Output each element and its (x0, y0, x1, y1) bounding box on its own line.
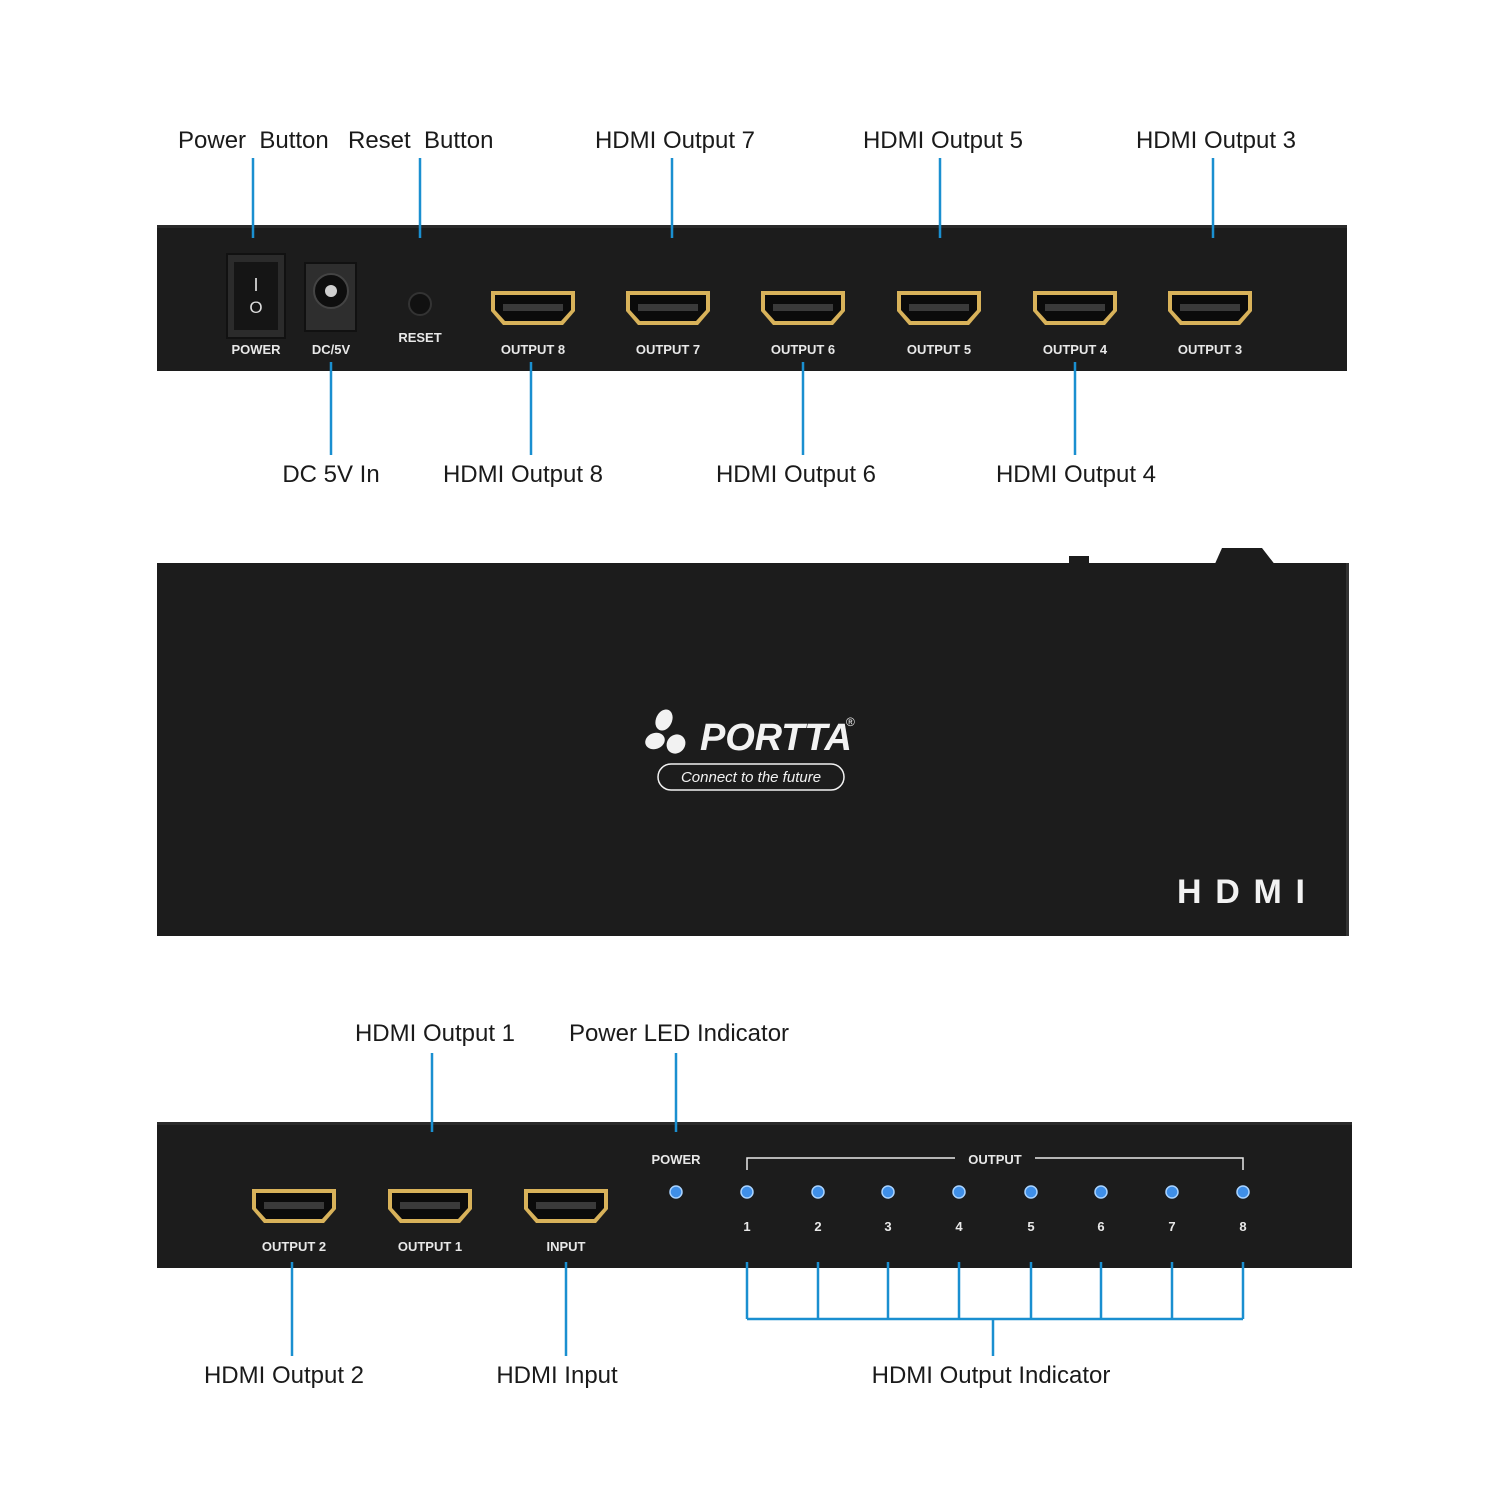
front-hdmi-output1-label: OUTPUT 1 (398, 1239, 462, 1254)
output-led-7 (1165, 1185, 1179, 1199)
output-led-6 (1094, 1185, 1108, 1199)
front-panel-top-edge (157, 1122, 1352, 1125)
front-hdmi-output2[interactable] (252, 1189, 336, 1223)
callout-output-indicator: HDMI Output Indicator (872, 1362, 1111, 1389)
brand-name: PORTTA (700, 717, 852, 759)
output-led-number: 7 (1168, 1219, 1175, 1234)
callout-reset-button: Reset Button (348, 127, 493, 154)
rear-hdmi-output5-label: OUTPUT 5 (907, 342, 971, 357)
top-panel-section: PORTTA ® Connect to the future HDMI (157, 548, 1349, 936)
rear-hdmi-output8-label: OUTPUT 8 (501, 342, 565, 357)
rear-hdmi-output3-pins (1180, 304, 1240, 311)
output-led-number: 8 (1239, 1219, 1246, 1234)
front-panel (157, 1122, 1352, 1268)
output-led-1 (740, 1185, 754, 1199)
tagline: Connect to the future (681, 769, 821, 786)
top-panel-protrusion-switch (1214, 548, 1276, 566)
rear-hdmi-output6[interactable] (761, 291, 845, 325)
portta-logo: PORTTA ® Connect to the future (645, 709, 855, 791)
callout-power-led: Power LED Indicator (569, 1020, 789, 1047)
callout-output1: HDMI Output 1 (355, 1020, 515, 1047)
front-hdmi-output1-pins (400, 1202, 460, 1209)
rear-hdmi-output5[interactable] (897, 291, 981, 325)
leaf-icon (645, 709, 686, 754)
front-hdmi-ports: OUTPUT 2 OUTPUT 1 INPUT (252, 1189, 608, 1254)
rear-hdmi-output5-pins (909, 304, 969, 311)
front-hdmi-input[interactable] (524, 1189, 608, 1223)
callout-power-button: Power Button (178, 127, 329, 154)
registered-mark: ® (846, 715, 855, 729)
callout-output4: HDMI Output 4 (996, 461, 1156, 488)
callout-output2: HDMI Output 2 (204, 1362, 364, 1389)
rear-panel-top-edge (157, 225, 1347, 228)
rear-hdmi-output8[interactable] (491, 291, 575, 325)
rear-hdmi-output4-label: OUTPUT 4 (1043, 342, 1108, 357)
label-dc: DC/5V (312, 342, 351, 357)
reset-button[interactable] (408, 292, 432, 316)
front-hdmi-input-label: INPUT (547, 1239, 586, 1254)
callout-output6: HDMI Output 6 (716, 461, 876, 488)
rear-hdmi-output8-pins (503, 304, 563, 311)
top-panel-protrusion-reset (1069, 556, 1089, 566)
leader-output-indicator (745, 1262, 1245, 1356)
output-led-number: 4 (955, 1219, 963, 1234)
power-led (669, 1185, 683, 1199)
dc-jack[interactable] (304, 262, 357, 332)
front-hdmi-output1[interactable] (388, 1189, 472, 1223)
label-output-group: OUTPUT (968, 1152, 1022, 1167)
power-switch[interactable]: I O (226, 253, 286, 339)
output-bracket (746, 1157, 1244, 1170)
output-led-number: 1 (743, 1219, 750, 1234)
rear-hdmi-output3-label: OUTPUT 3 (1178, 342, 1242, 357)
rear-hdmi-output3[interactable] (1168, 291, 1252, 325)
callout-dc-in: DC 5V In (282, 461, 379, 488)
callout-output8: HDMI Output 8 (443, 461, 603, 488)
label-power: POWER (231, 342, 281, 357)
top-panel-side-edge (1346, 563, 1349, 936)
output-led-5 (1024, 1185, 1038, 1199)
switch-off-mark: O (249, 298, 262, 317)
output-led-number: 5 (1027, 1219, 1034, 1234)
rear-hdmi-output4-pins (1045, 304, 1105, 311)
top-panel (157, 563, 1349, 936)
rear-panel-section: Power Button Reset Button HDMI Output 7 … (157, 127, 1347, 488)
switch-on-mark: I (253, 275, 258, 295)
rear-hdmi-output7-pins (638, 304, 698, 311)
callout-output7: HDMI Output 7 (595, 127, 755, 154)
callout-input: HDMI Input (496, 1362, 618, 1389)
output-led-8 (1236, 1185, 1250, 1199)
tagline-pill (657, 763, 845, 791)
label-reset: RESET (398, 330, 441, 345)
front-hdmi-input-pins (536, 1202, 596, 1209)
rear-hdmi-output6-pins (773, 304, 833, 311)
rear-hdmi-output7[interactable] (626, 291, 710, 325)
output-led-number: 6 (1097, 1219, 1104, 1234)
output-led-4 (952, 1185, 966, 1199)
output-leds: 1 2 3 4 5 6 7 8 (740, 1185, 1250, 1234)
output-led-number: 2 (814, 1219, 821, 1234)
front-panel-section: HDMI Output 1 Power LED Indicator HDMI O… (157, 1020, 1352, 1389)
front-hdmi-output2-label: OUTPUT 2 (262, 1239, 326, 1254)
output-led-3 (881, 1185, 895, 1199)
rear-hdmi-ports: OUTPUT 8 OUTPUT 7 OUTPUT 6 OUTPUT 5 OUTPUT 4… (491, 291, 1252, 357)
rear-hdmi-output7-label: OUTPUT 7 (636, 342, 700, 357)
label-power-led: POWER (651, 1152, 701, 1167)
callout-output5: HDMI Output 5 (863, 127, 1023, 154)
callout-output3: HDMI Output 3 (1136, 127, 1296, 154)
front-hdmi-output2-pins (264, 1202, 324, 1209)
rear-hdmi-output4[interactable] (1033, 291, 1117, 325)
output-led-number: 3 (884, 1219, 891, 1234)
output-led-2 (811, 1185, 825, 1199)
rear-hdmi-output6-label: OUTPUT 6 (771, 342, 835, 357)
